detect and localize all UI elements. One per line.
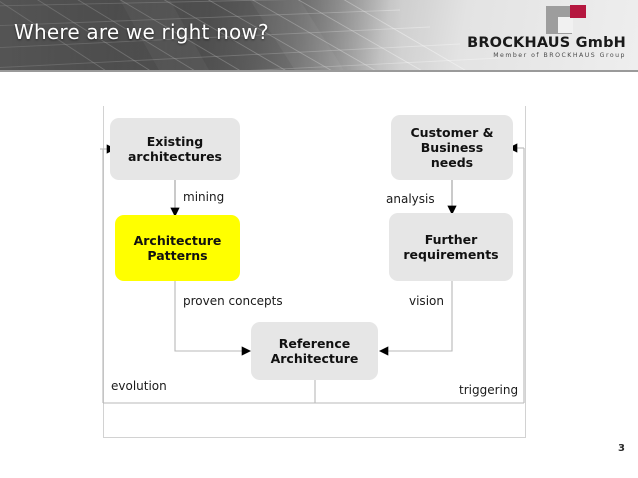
header-divider xyxy=(0,70,638,72)
edge-label-analysis: analysis xyxy=(386,192,435,206)
edge-label-proven-concepts: proven concepts xyxy=(183,294,283,308)
logo-mark-icon xyxy=(544,4,588,36)
slide-header: Where are we right now? BROCKHAUS GmbH M… xyxy=(0,0,638,72)
page-number: 3 xyxy=(618,443,625,454)
edge-label-evolution: evolution xyxy=(111,379,167,393)
brockhaus-logo: BROCKHAUS GmbH Member of BROCKHAUS Group xyxy=(467,2,632,68)
edge-label-vision: vision xyxy=(409,294,444,308)
edge-label-triggering: triggering xyxy=(459,383,519,397)
edge-label-mining: mining xyxy=(183,190,225,204)
logo-tagline: Member of BROCKHAUS Group xyxy=(493,52,626,59)
logo-company-name: BROCKHAUS GmbH xyxy=(467,35,626,51)
header-glass-photo xyxy=(0,0,638,72)
page-title: Where are we right now? xyxy=(14,20,269,44)
